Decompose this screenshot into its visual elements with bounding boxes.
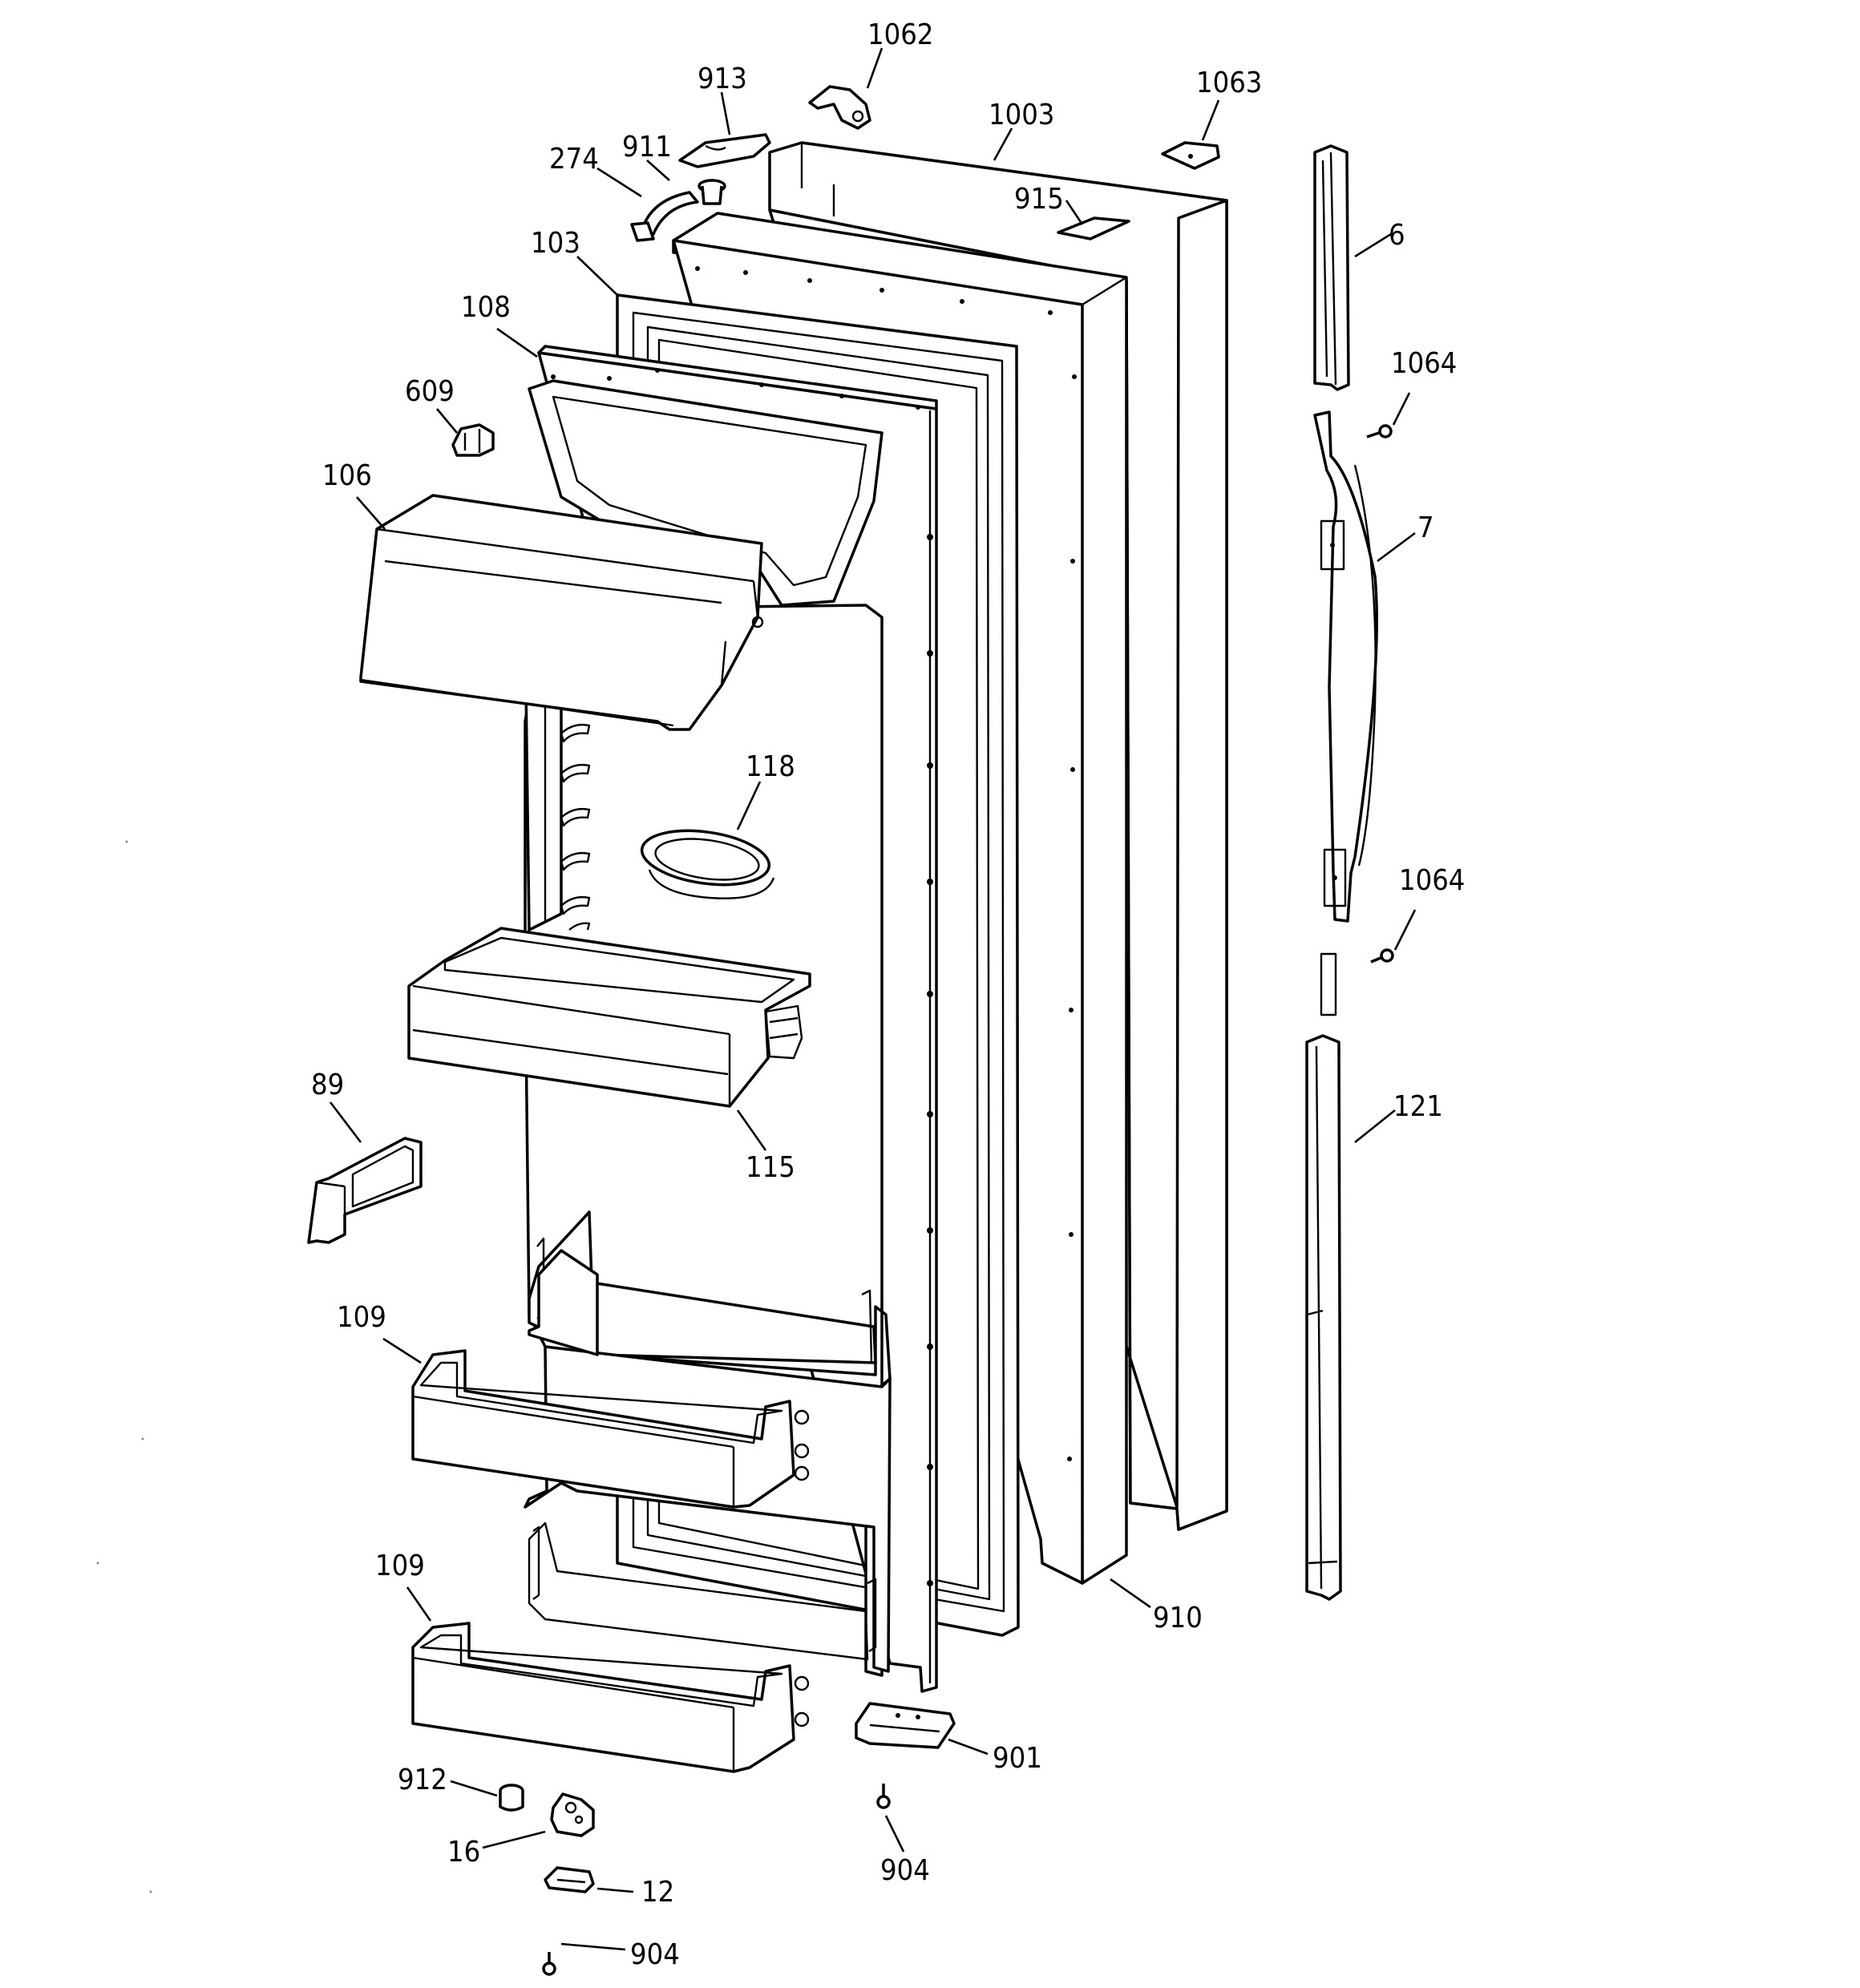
part-115-door-bin — [407, 927, 811, 1108]
part-901-hinge-cover — [855, 1702, 956, 1749]
part-12-shim — [544, 1866, 595, 1893]
part-1064-screw-upper — [1366, 424, 1393, 438]
callout-121: 121 — [1393, 1090, 1443, 1123]
part-1063-bracket — [1161, 141, 1220, 170]
callout-901: 901 — [993, 1742, 1042, 1775]
liner-shelf-pegs — [560, 723, 591, 931]
callout-274: 274 — [549, 143, 599, 176]
callout-609: 609 — [405, 375, 455, 408]
callout-915: 915 — [1014, 183, 1064, 216]
callout-1064-upper: 1064 — [1391, 347, 1457, 380]
part-609-clip — [451, 423, 495, 457]
part-6-handle-end-cap — [1313, 144, 1350, 391]
part-16-bottom-hinge — [550, 1792, 595, 1837]
callout-109-upper: 109 — [337, 1301, 386, 1334]
part-1064-screw-lower — [1370, 948, 1394, 964]
callout-109-lower: 109 — [375, 1550, 425, 1582]
callout-103: 103 — [531, 227, 580, 260]
part-118-oval-seal — [640, 829, 775, 899]
callout-1064-lower: 1064 — [1399, 864, 1465, 897]
callout-12: 12 — [641, 1876, 674, 1909]
callout-16: 16 — [447, 1836, 480, 1869]
callout-1003: 1003 — [989, 99, 1054, 131]
callout-910: 910 — [1153, 1602, 1203, 1634]
callout-89: 89 — [311, 1069, 344, 1101]
callout-106: 106 — [322, 459, 372, 492]
part-904-screw-upper — [876, 1784, 891, 1809]
part-274-wire-connector — [630, 191, 699, 242]
part-911-plug — [698, 179, 726, 205]
callout-913: 913 — [698, 63, 747, 95]
callout-labels: 1062 913 1003 1063 911 274 915 103 6 108… — [311, 18, 1465, 1971]
leader-lines — [329, 47, 1417, 1951]
part-121-handle-trim — [1305, 1034, 1342, 1601]
callout-912: 912 — [398, 1764, 447, 1796]
callout-118: 118 — [746, 750, 795, 783]
callout-6: 6 — [1389, 219, 1405, 252]
callout-911: 911 — [622, 131, 672, 164]
callout-108: 108 — [461, 291, 511, 324]
part-7-door-handle — [1313, 410, 1378, 1016]
callout-115: 115 — [746, 1151, 795, 1184]
callout-1063: 1063 — [1196, 67, 1262, 99]
callout-904-upper: 904 — [880, 1854, 930, 1887]
part-109-door-bin-lower — [411, 1622, 810, 1773]
part-106-dairy-bin-cover — [359, 494, 764, 731]
scan-specks — [96, 840, 152, 1893]
callout-904-lower: 904 — [630, 1938, 680, 1971]
part-912-bushing — [499, 1784, 524, 1812]
part-1062-hinge-bracket — [808, 85, 871, 130]
part-109-door-bin-upper — [411, 1349, 810, 1509]
part-913-plate — [678, 133, 771, 168]
part-904-screw-lower — [542, 1952, 556, 1976]
callout-1062: 1062 — [867, 18, 933, 51]
callout-7: 7 — [1417, 511, 1434, 544]
part-89-small-bin — [307, 1137, 423, 1244]
